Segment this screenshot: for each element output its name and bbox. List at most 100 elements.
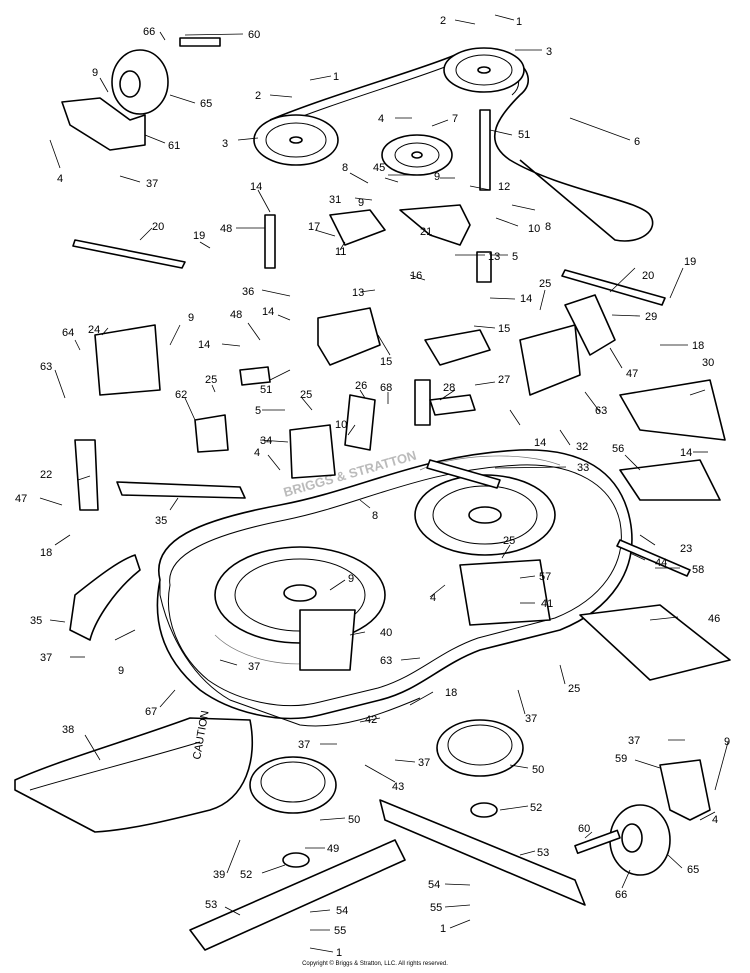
callout-25: 25	[300, 389, 312, 401]
callout-50: 50	[532, 764, 544, 776]
callout-37: 37	[40, 652, 52, 664]
callout-29: 29	[645, 311, 657, 323]
callout-1: 1	[333, 71, 339, 83]
callout-10: 10	[528, 223, 540, 235]
callout-9: 9	[348, 573, 354, 585]
callout-13: 13	[352, 287, 364, 299]
callout-58: 58	[692, 564, 704, 576]
callout-2: 2	[440, 15, 446, 27]
callout-10: 10	[335, 419, 347, 431]
callout-60: 60	[578, 823, 590, 835]
callout-44: 44	[655, 557, 667, 569]
callout-53: 53	[205, 899, 217, 911]
callout-4: 4	[430, 592, 436, 604]
callout-39: 39	[213, 869, 225, 881]
callout-14: 14	[262, 306, 274, 318]
callout-8: 8	[545, 221, 551, 233]
callout-25: 25	[205, 374, 217, 386]
callout-66: 66	[615, 889, 627, 901]
callout-53: 53	[537, 847, 549, 859]
callout-22: 22	[40, 469, 52, 481]
idler-brackets	[317, 204, 726, 501]
callout-57: 57	[539, 571, 551, 583]
callout-4: 4	[57, 173, 63, 185]
callout-9: 9	[188, 312, 194, 324]
callout-18: 18	[40, 547, 52, 559]
callout-14: 14	[680, 447, 692, 459]
callout-56: 56	[612, 443, 624, 455]
callout-52: 52	[240, 869, 252, 881]
callout-20: 20	[642, 270, 654, 282]
callout-25: 25	[568, 683, 580, 695]
callout-21: 21	[420, 226, 432, 238]
callout-5: 5	[255, 405, 261, 417]
callout-19: 19	[193, 230, 205, 242]
callout-14: 14	[250, 181, 262, 193]
callout-17: 17	[308, 221, 320, 233]
callout-42: 42	[365, 714, 377, 726]
callout-6: 6	[634, 136, 640, 148]
spindles-and-blades	[189, 719, 586, 951]
callout-45: 45	[373, 162, 385, 174]
callout-8: 8	[342, 162, 348, 174]
callout-14: 14	[198, 339, 210, 351]
deck-housing: BRIGGS & STRATTON	[156, 448, 633, 727]
callout-numbers: 1 2 3 1 2 3 4 7 51 6 66 60 9 65 61 4 37 …	[15, 15, 730, 959]
callout-35: 35	[155, 515, 167, 527]
callout-1: 1	[336, 947, 342, 959]
discharge-chute: CAUTION	[14, 710, 254, 833]
callout-55: 55	[430, 902, 442, 914]
callout-9: 9	[92, 67, 98, 79]
callout-13: 13	[488, 251, 500, 263]
callout-65: 65	[687, 864, 699, 876]
callout-20: 20	[152, 221, 164, 233]
callout-63: 63	[595, 405, 607, 417]
callout-46: 46	[708, 613, 720, 625]
callout-37: 37	[146, 178, 158, 190]
callout-30: 30	[702, 357, 714, 369]
callout-8: 8	[372, 510, 378, 522]
callout-51: 51	[260, 384, 272, 396]
copyright-notice: Copyright © Briggs & Stratton, LLC. All …	[302, 961, 448, 967]
callout-47: 47	[15, 493, 27, 505]
callout-37: 37	[248, 661, 260, 673]
gauge-wheel-right	[574, 759, 711, 876]
callout-61: 61	[168, 140, 180, 152]
callout-11: 11	[335, 246, 346, 258]
callout-19: 19	[684, 256, 696, 268]
callout-27: 27	[498, 374, 510, 386]
callout-60: 60	[248, 29, 260, 41]
rods-and-springs	[69, 214, 731, 681]
callout-24: 24	[88, 324, 100, 336]
callout-38: 38	[62, 724, 74, 736]
callout-67: 67	[145, 706, 157, 718]
callout-62: 62	[175, 389, 187, 401]
callout-47: 47	[626, 368, 638, 380]
callout-3: 3	[222, 138, 228, 150]
callout-31: 31	[329, 194, 341, 206]
callout-36: 36	[242, 286, 254, 298]
callout-15: 15	[498, 323, 510, 335]
callout-9: 9	[118, 665, 124, 677]
callout-2: 2	[255, 90, 261, 102]
belt-and-pulleys	[253, 47, 654, 283]
callout-3: 3	[546, 46, 552, 58]
callout-23: 23	[680, 543, 692, 555]
callout-33: 33	[577, 462, 589, 474]
callout-9: 9	[358, 197, 364, 209]
callout-4: 4	[254, 447, 260, 459]
callout-28: 28	[443, 382, 455, 394]
callout-25: 25	[503, 535, 515, 547]
callout-35: 35	[30, 615, 42, 627]
callout-66: 66	[143, 26, 155, 38]
callout-26: 26	[355, 380, 367, 392]
callout-37: 37	[298, 739, 310, 751]
callout-5: 5	[512, 251, 518, 263]
callout-68: 68	[380, 382, 392, 394]
callout-32: 32	[576, 441, 588, 453]
callout-7: 7	[452, 113, 458, 125]
callout-9: 9	[434, 171, 440, 183]
callout-1: 1	[440, 923, 446, 935]
callout-34: 34	[260, 435, 272, 447]
